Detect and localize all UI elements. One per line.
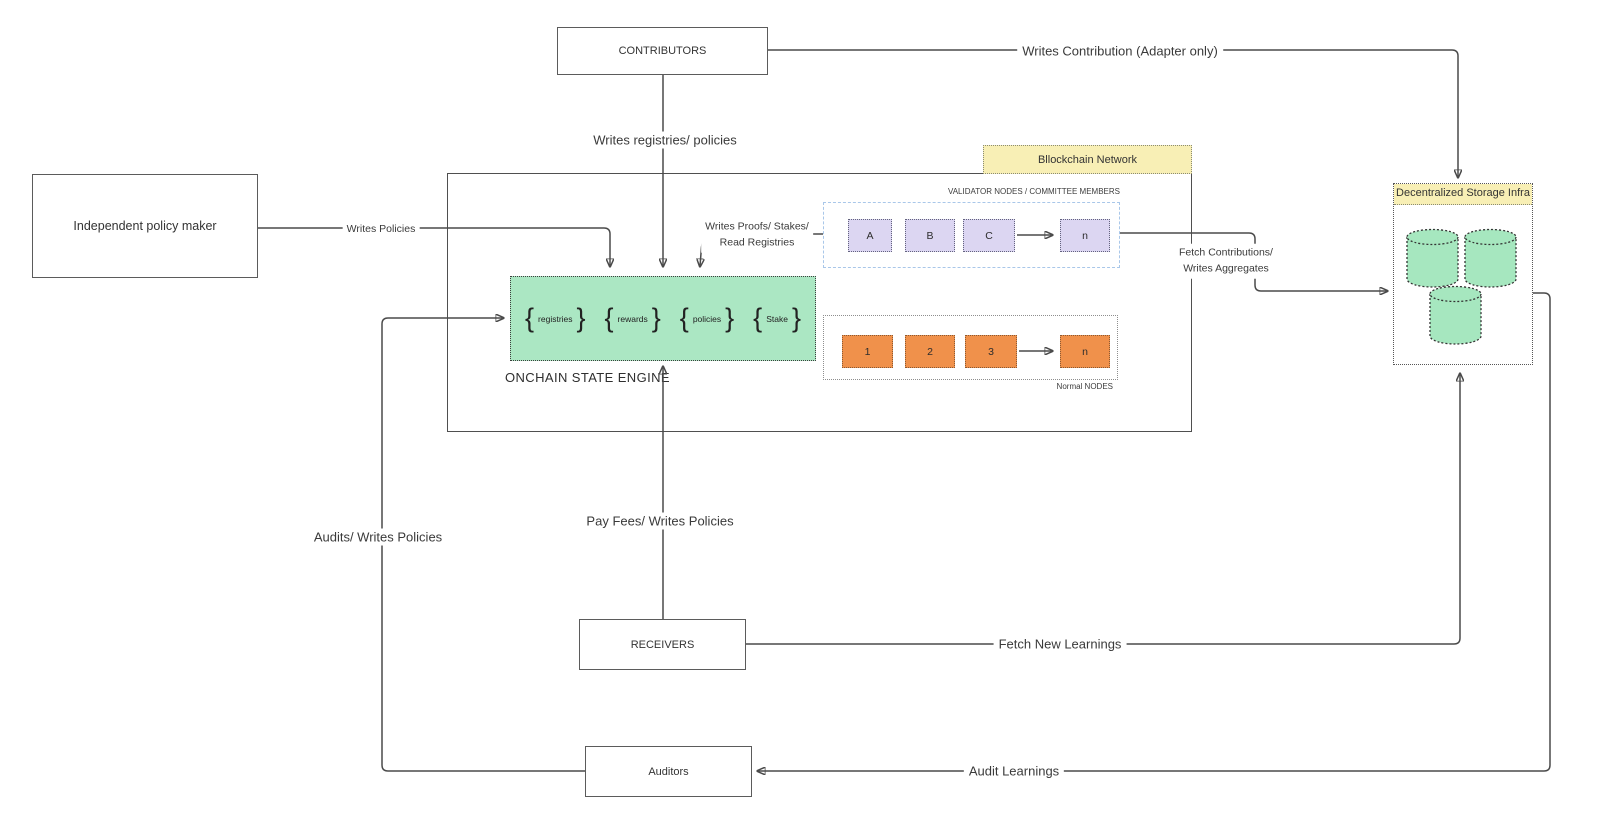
label-writes-proofs-line2: Read Registries	[719, 237, 795, 249]
decentralized-storage-node: Decentralized Storage Infra	[1393, 183, 1533, 365]
label-writes-policies: Writes Policies	[342, 219, 420, 239]
label-fetch-contributions: Fetch Contributions/ Writes Aggregates	[1175, 243, 1277, 279]
receivers-label: RECEIVERS	[630, 638, 695, 651]
validator-node-b: B	[905, 219, 955, 252]
onchain-state-engine-caption: ONCHAIN STATE ENGINE	[505, 370, 670, 385]
normal-node-n: n	[1060, 335, 1110, 368]
blockchain-network-title: Bllockchain Network	[983, 145, 1192, 174]
blockchain-network-title-text: Bllockchain Network	[1037, 153, 1138, 166]
storage-body	[1394, 205, 1532, 351]
state-item-registries: registries	[525, 305, 586, 332]
label-fetch-contributions-line2: Writes Aggregates	[1183, 263, 1269, 275]
validator-node-a: A	[848, 219, 892, 252]
validator-node-n: n	[1060, 219, 1110, 252]
normal-node-1: 1	[842, 335, 893, 368]
state-item-stake: Stake	[753, 305, 801, 332]
policy-maker-node: Independent policy maker	[32, 174, 258, 278]
auditors-node: Auditors	[585, 746, 752, 797]
contributors-node: CONTRIBUTORS	[557, 27, 768, 75]
label-writes-contribution: Writes Contribution (Adapter only)	[1017, 42, 1223, 60]
contributors-label: CONTRIBUTORS	[618, 45, 707, 57]
validator-node-c: C	[963, 219, 1015, 252]
database-cylinders-icon	[1406, 228, 1517, 345]
label-writes-registries: Writes registries/ policies	[588, 131, 742, 149]
state-item-policies: policies	[680, 305, 734, 332]
storage-title: Decentralized Storage Infra	[1394, 184, 1532, 205]
normal-node-3: 3	[965, 335, 1017, 368]
normal-node-2: 2	[905, 335, 955, 368]
label-fetch-new-learnings: Fetch New Learnings	[993, 635, 1127, 653]
receivers-node: RECEIVERS	[579, 619, 746, 670]
validator-group-caption: VALIDATOR NODES / COMMITTEE MEMBERS	[947, 187, 1120, 196]
label-audit-learnings: Audit Learnings	[963, 762, 1065, 780]
label-audits-writes-policies: Audits/ Writes Policies	[308, 528, 448, 546]
label-writes-proofs-line1: Writes Proofs/ Stakes/	[705, 220, 809, 233]
policy-maker-label: Independent policy maker	[73, 219, 217, 233]
auditors-label: Auditors	[648, 765, 689, 778]
label-writes-proofs: Writes Proofs/ Stakes/ Read Registries	[701, 217, 813, 253]
label-pay-fees: Pay Fees/ Writes Policies	[581, 512, 739, 530]
label-fetch-contributions-line1: Fetch Contributions/	[1179, 246, 1273, 259]
onchain-state-engine: registries rewards policies Stake	[510, 276, 816, 361]
normal-nodes-caption: Normal NODES	[1056, 382, 1113, 391]
state-item-rewards: rewards	[605, 305, 661, 332]
